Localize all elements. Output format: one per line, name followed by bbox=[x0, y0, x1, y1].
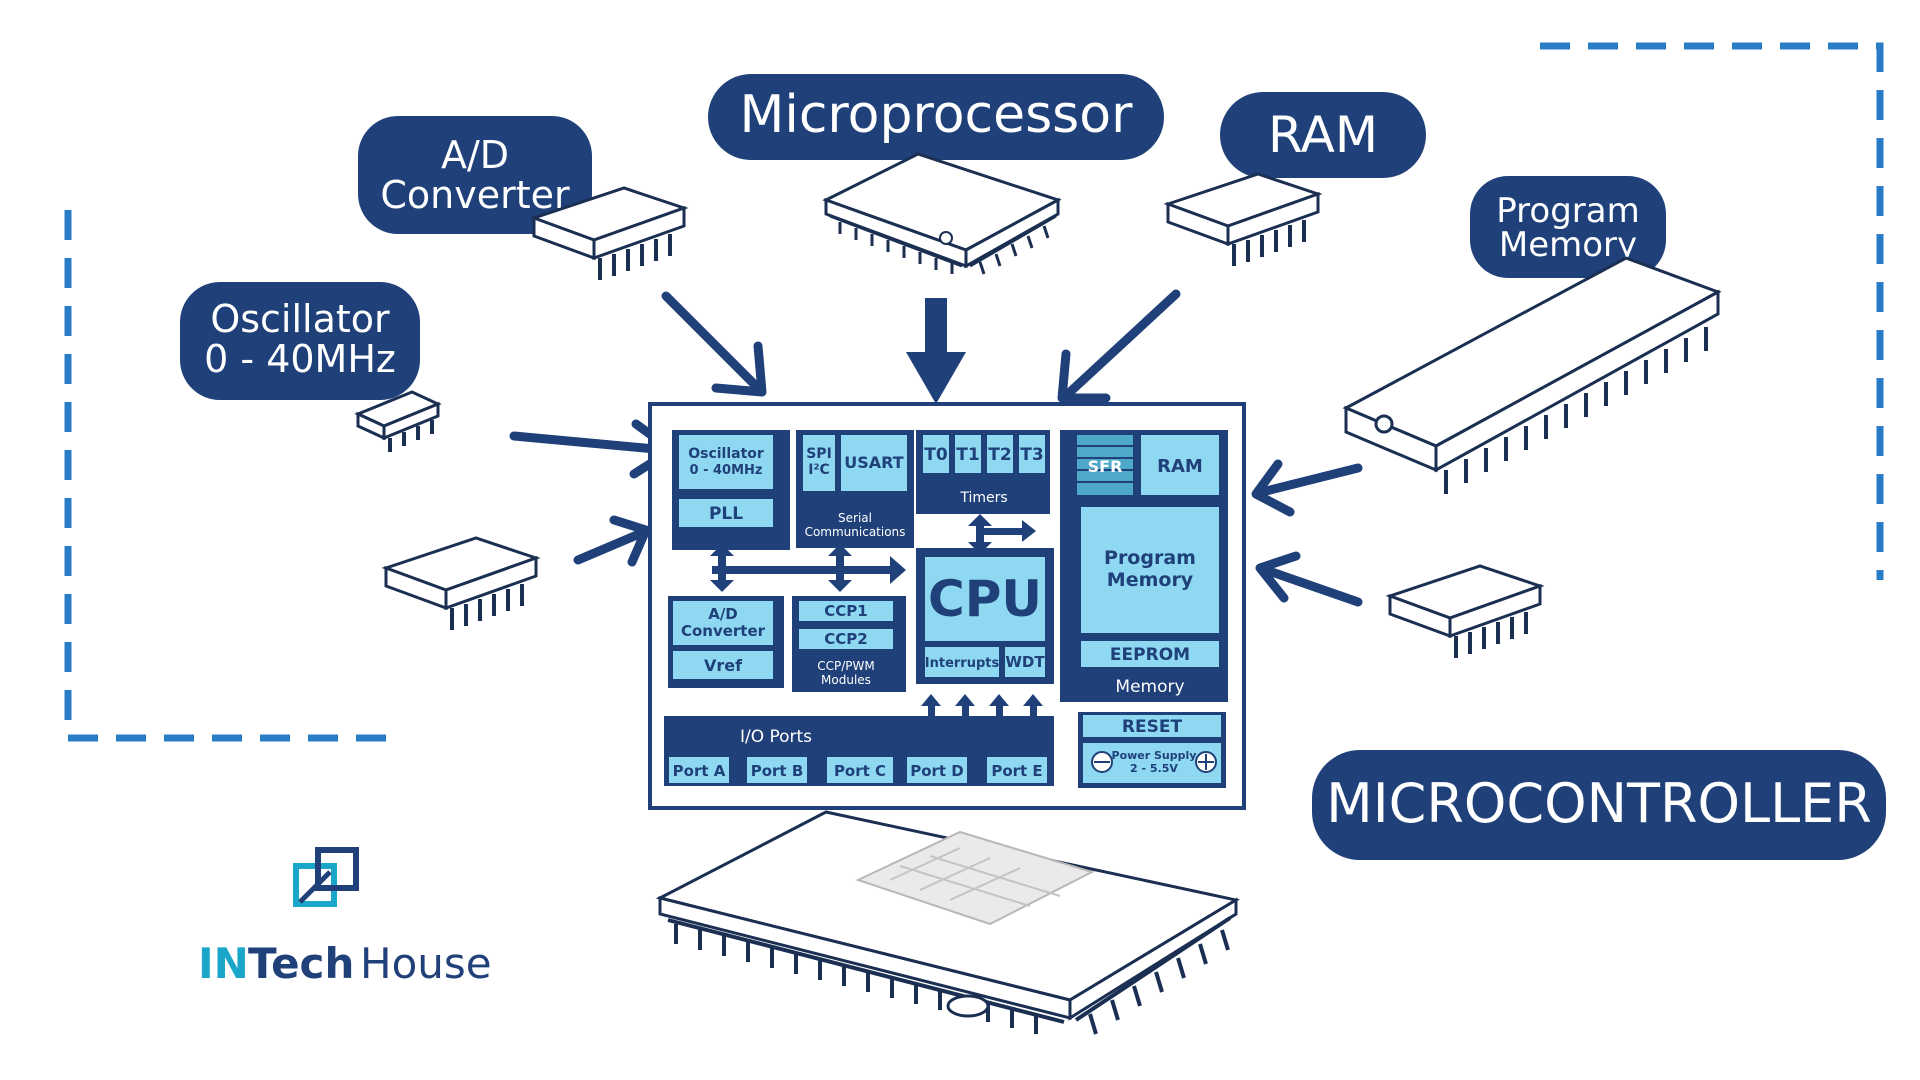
bus-arrows bbox=[710, 514, 1043, 746]
arrow-from-program-memory bbox=[1251, 459, 1363, 517]
arrow-from-ram bbox=[1057, 289, 1181, 403]
block-ccp2: CCP2 bbox=[824, 630, 867, 648]
program-memory-chip-icon bbox=[1342, 256, 1722, 494]
right-dashed-frame bbox=[1540, 42, 1884, 580]
microprocessor-chip-icon bbox=[822, 152, 1062, 275]
microprocessor-label: Microprocessor bbox=[708, 74, 1164, 160]
logo-tech: Tech bbox=[248, 939, 354, 988]
oscillator-chip-icon bbox=[354, 390, 442, 452]
block-io-ports: I/O Ports bbox=[740, 727, 812, 747]
block-ad-line2: Converter bbox=[681, 622, 766, 640]
block-ccp1: CCP1 bbox=[824, 602, 867, 620]
oscillator-label: Oscillator 0 - 40MHz bbox=[180, 282, 420, 400]
block-port-c: Port C bbox=[834, 762, 886, 780]
block-i2c: I²C bbox=[808, 462, 830, 478]
ad-converter-chip-icon bbox=[532, 186, 686, 280]
svg-text:MICROCONTROLLER: MICROCONTROLLER bbox=[1326, 772, 1872, 835]
block-ad-line1: A/D bbox=[708, 605, 738, 623]
ram-label: RAM bbox=[1220, 92, 1426, 178]
program-memory-label: Program Memory bbox=[1470, 176, 1666, 278]
block-pll: PLL bbox=[709, 504, 743, 524]
svg-text:Program: Program bbox=[1496, 191, 1639, 231]
arrow-from-left-chip bbox=[573, 515, 651, 567]
block-usart: USART bbox=[844, 453, 904, 472]
block-cpu: CPU bbox=[928, 570, 1042, 628]
svg-text:0 - 40MHz: 0 - 40MHz bbox=[204, 337, 396, 381]
block-port-e: Port E bbox=[991, 762, 1042, 780]
block-ccp-line1: CCP/PWM bbox=[817, 659, 875, 673]
block-reset: RESET bbox=[1122, 717, 1183, 737]
block-serial-line1: Serial bbox=[838, 511, 872, 525]
arrow-from-ad bbox=[661, 291, 767, 397]
block-t3: T3 bbox=[1020, 445, 1043, 465]
left-chip-icon bbox=[384, 536, 538, 630]
right-chip-icon bbox=[1388, 564, 1542, 658]
block-spi: SPI bbox=[806, 446, 832, 462]
block-sfr: SFR bbox=[1088, 457, 1123, 476]
logo-house: House bbox=[360, 939, 492, 988]
svg-text:RAM: RAM bbox=[1268, 106, 1378, 164]
svg-text:Microprocessor: Microprocessor bbox=[740, 85, 1134, 145]
block-timers: Timers bbox=[959, 490, 1007, 506]
block-port-a: Port A bbox=[673, 762, 726, 780]
block-port-d: Port D bbox=[910, 762, 964, 780]
block-t1: T1 bbox=[956, 445, 979, 465]
left-dashed-frame bbox=[64, 210, 400, 742]
block-port-b: Port B bbox=[751, 762, 804, 780]
in-tech-house-logo: IN Tech House bbox=[198, 847, 492, 988]
block-program-memory-line2: Memory bbox=[1107, 569, 1194, 591]
block-ccp-line2: Modules bbox=[821, 673, 871, 687]
microcontroller-package-icon bbox=[655, 810, 1241, 1035]
block-program-memory-line1: Program bbox=[1104, 547, 1196, 569]
block-ram: RAM bbox=[1157, 456, 1203, 477]
block-interrupts: Interrupts bbox=[925, 656, 1000, 671]
svg-text:Oscillator: Oscillator bbox=[210, 297, 390, 341]
block-eeprom: EEPROM bbox=[1110, 645, 1190, 665]
block-oscillator-line1: Oscillator bbox=[688, 446, 764, 462]
block-memory: Memory bbox=[1115, 677, 1184, 697]
block-diagram: Oscillator 0 - 40MHz PLL SPI I²C USART S… bbox=[648, 402, 1246, 810]
svg-text:A/D: A/D bbox=[441, 133, 509, 177]
arrow-from-microprocessor bbox=[906, 298, 966, 404]
ram-chip-icon bbox=[1166, 172, 1320, 266]
block-vref: Vref bbox=[704, 656, 743, 675]
block-t2: T2 bbox=[988, 445, 1011, 465]
block-t0: T0 bbox=[924, 445, 948, 465]
svg-text:Memory: Memory bbox=[1499, 225, 1637, 265]
block-power-line2: 2 - 5.5V bbox=[1130, 762, 1178, 775]
block-wdt: WDT bbox=[1005, 653, 1045, 671]
block-oscillator-line2: 0 - 40MHz bbox=[690, 463, 763, 478]
svg-text:Converter: Converter bbox=[380, 173, 570, 217]
logo-in: IN bbox=[198, 939, 249, 988]
block-power-line1: Power Supply bbox=[1112, 749, 1197, 762]
arrow-from-right-chip bbox=[1255, 551, 1363, 607]
block-serial-line2: Communications bbox=[805, 525, 906, 539]
ad-converter-label: A/D Converter bbox=[358, 116, 592, 234]
microcontroller-label: MICROCONTROLLER bbox=[1312, 750, 1886, 860]
